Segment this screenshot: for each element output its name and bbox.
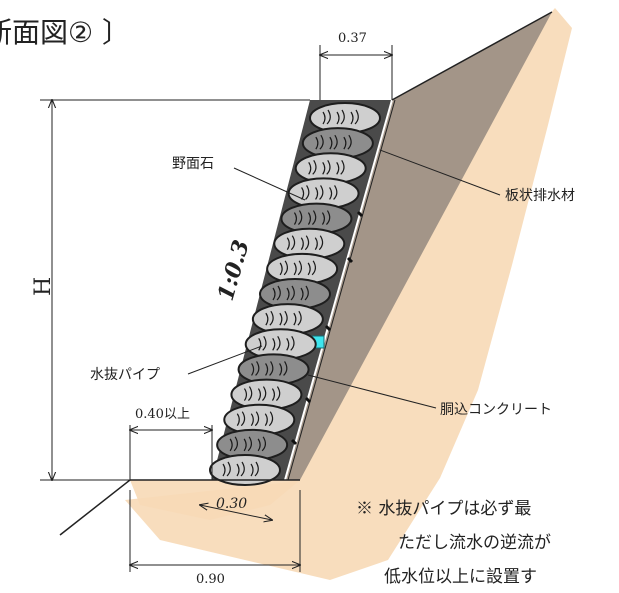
stone-texture xyxy=(300,235,310,251)
stone-texture xyxy=(315,185,324,200)
stone-texture xyxy=(293,210,303,225)
stone-texture xyxy=(229,436,238,452)
stone-texture xyxy=(286,235,296,251)
stone-texture xyxy=(257,386,267,401)
drain-board-leader xyxy=(379,149,501,196)
stone-texture xyxy=(271,386,281,401)
field-stones xyxy=(209,102,381,486)
top-width-label: 0.37 xyxy=(338,31,367,46)
drain-board-ticks xyxy=(290,210,364,446)
stone-texture xyxy=(293,310,302,326)
stone-texture xyxy=(222,461,231,477)
stone-texture xyxy=(243,386,253,401)
stone-texture xyxy=(314,235,324,251)
stone-texture xyxy=(250,461,259,477)
stone-texture xyxy=(322,159,331,175)
backfill-concrete-label: 胴込コンクリート xyxy=(440,402,552,418)
drain-board-line xyxy=(284,99,393,481)
drain-board-label: 板状排水材 xyxy=(505,188,575,204)
stone-texture xyxy=(236,461,245,477)
stone-texture xyxy=(250,411,260,427)
stone-texture xyxy=(321,210,331,225)
note-line-3: 低水位以上に設置す xyxy=(384,567,537,587)
stone-texture xyxy=(286,335,295,351)
stone-texture xyxy=(343,134,352,150)
stone-texture xyxy=(286,285,295,301)
backfill-soil xyxy=(285,12,552,480)
stone-texture xyxy=(336,159,345,175)
stone-texture xyxy=(350,109,359,125)
stone-texture xyxy=(243,436,252,452)
stone-texture xyxy=(315,134,324,150)
stone-texture xyxy=(279,361,288,376)
backfill-concrete-leader xyxy=(307,374,437,409)
stone-texture xyxy=(265,361,274,376)
stone-texture xyxy=(265,310,274,326)
stone-texture xyxy=(307,210,317,225)
stone-texture xyxy=(322,109,331,125)
ground-below-wall xyxy=(130,480,300,520)
height-label: H xyxy=(31,277,56,296)
stone-texture xyxy=(264,411,274,427)
stone-texture xyxy=(307,260,316,276)
stone-texture xyxy=(279,260,288,276)
stone-texture xyxy=(272,335,281,351)
drain-pipe-leader xyxy=(187,345,263,375)
stone-texture xyxy=(329,134,338,150)
stone-texture xyxy=(336,109,345,125)
stone-texture xyxy=(251,361,260,376)
stone-texture xyxy=(293,260,302,276)
stone-label: 野面石 xyxy=(172,156,214,172)
diagram-title: 断面図② 〕 xyxy=(0,16,130,49)
stone-texture xyxy=(279,310,288,326)
inner-width-dimension-line xyxy=(200,505,272,520)
stone-texture xyxy=(257,436,266,452)
field-stone xyxy=(209,454,281,486)
stone-texture xyxy=(272,285,281,301)
note-line-1: ※ 水抜パイプは必ず最 xyxy=(356,499,531,519)
stone-texture xyxy=(300,285,309,301)
stone-texture xyxy=(308,159,317,175)
slope-label: 1:0.3 xyxy=(213,237,255,303)
stone-texture xyxy=(329,185,338,200)
offset-label: 0.40以上 xyxy=(135,407,190,422)
ground-surface-line xyxy=(391,11,553,101)
drain-pipe-label: 水抜パイプ xyxy=(90,367,160,383)
total-width-label: 0.90 xyxy=(196,572,225,587)
stone-texture xyxy=(236,411,246,427)
stone-leader xyxy=(233,167,306,201)
stone-texture xyxy=(258,335,267,351)
toe-slope-line xyxy=(59,479,131,536)
inner-width-label: 0.30 xyxy=(216,496,247,512)
note-line-2: ただし流水の逆流が xyxy=(398,533,551,553)
